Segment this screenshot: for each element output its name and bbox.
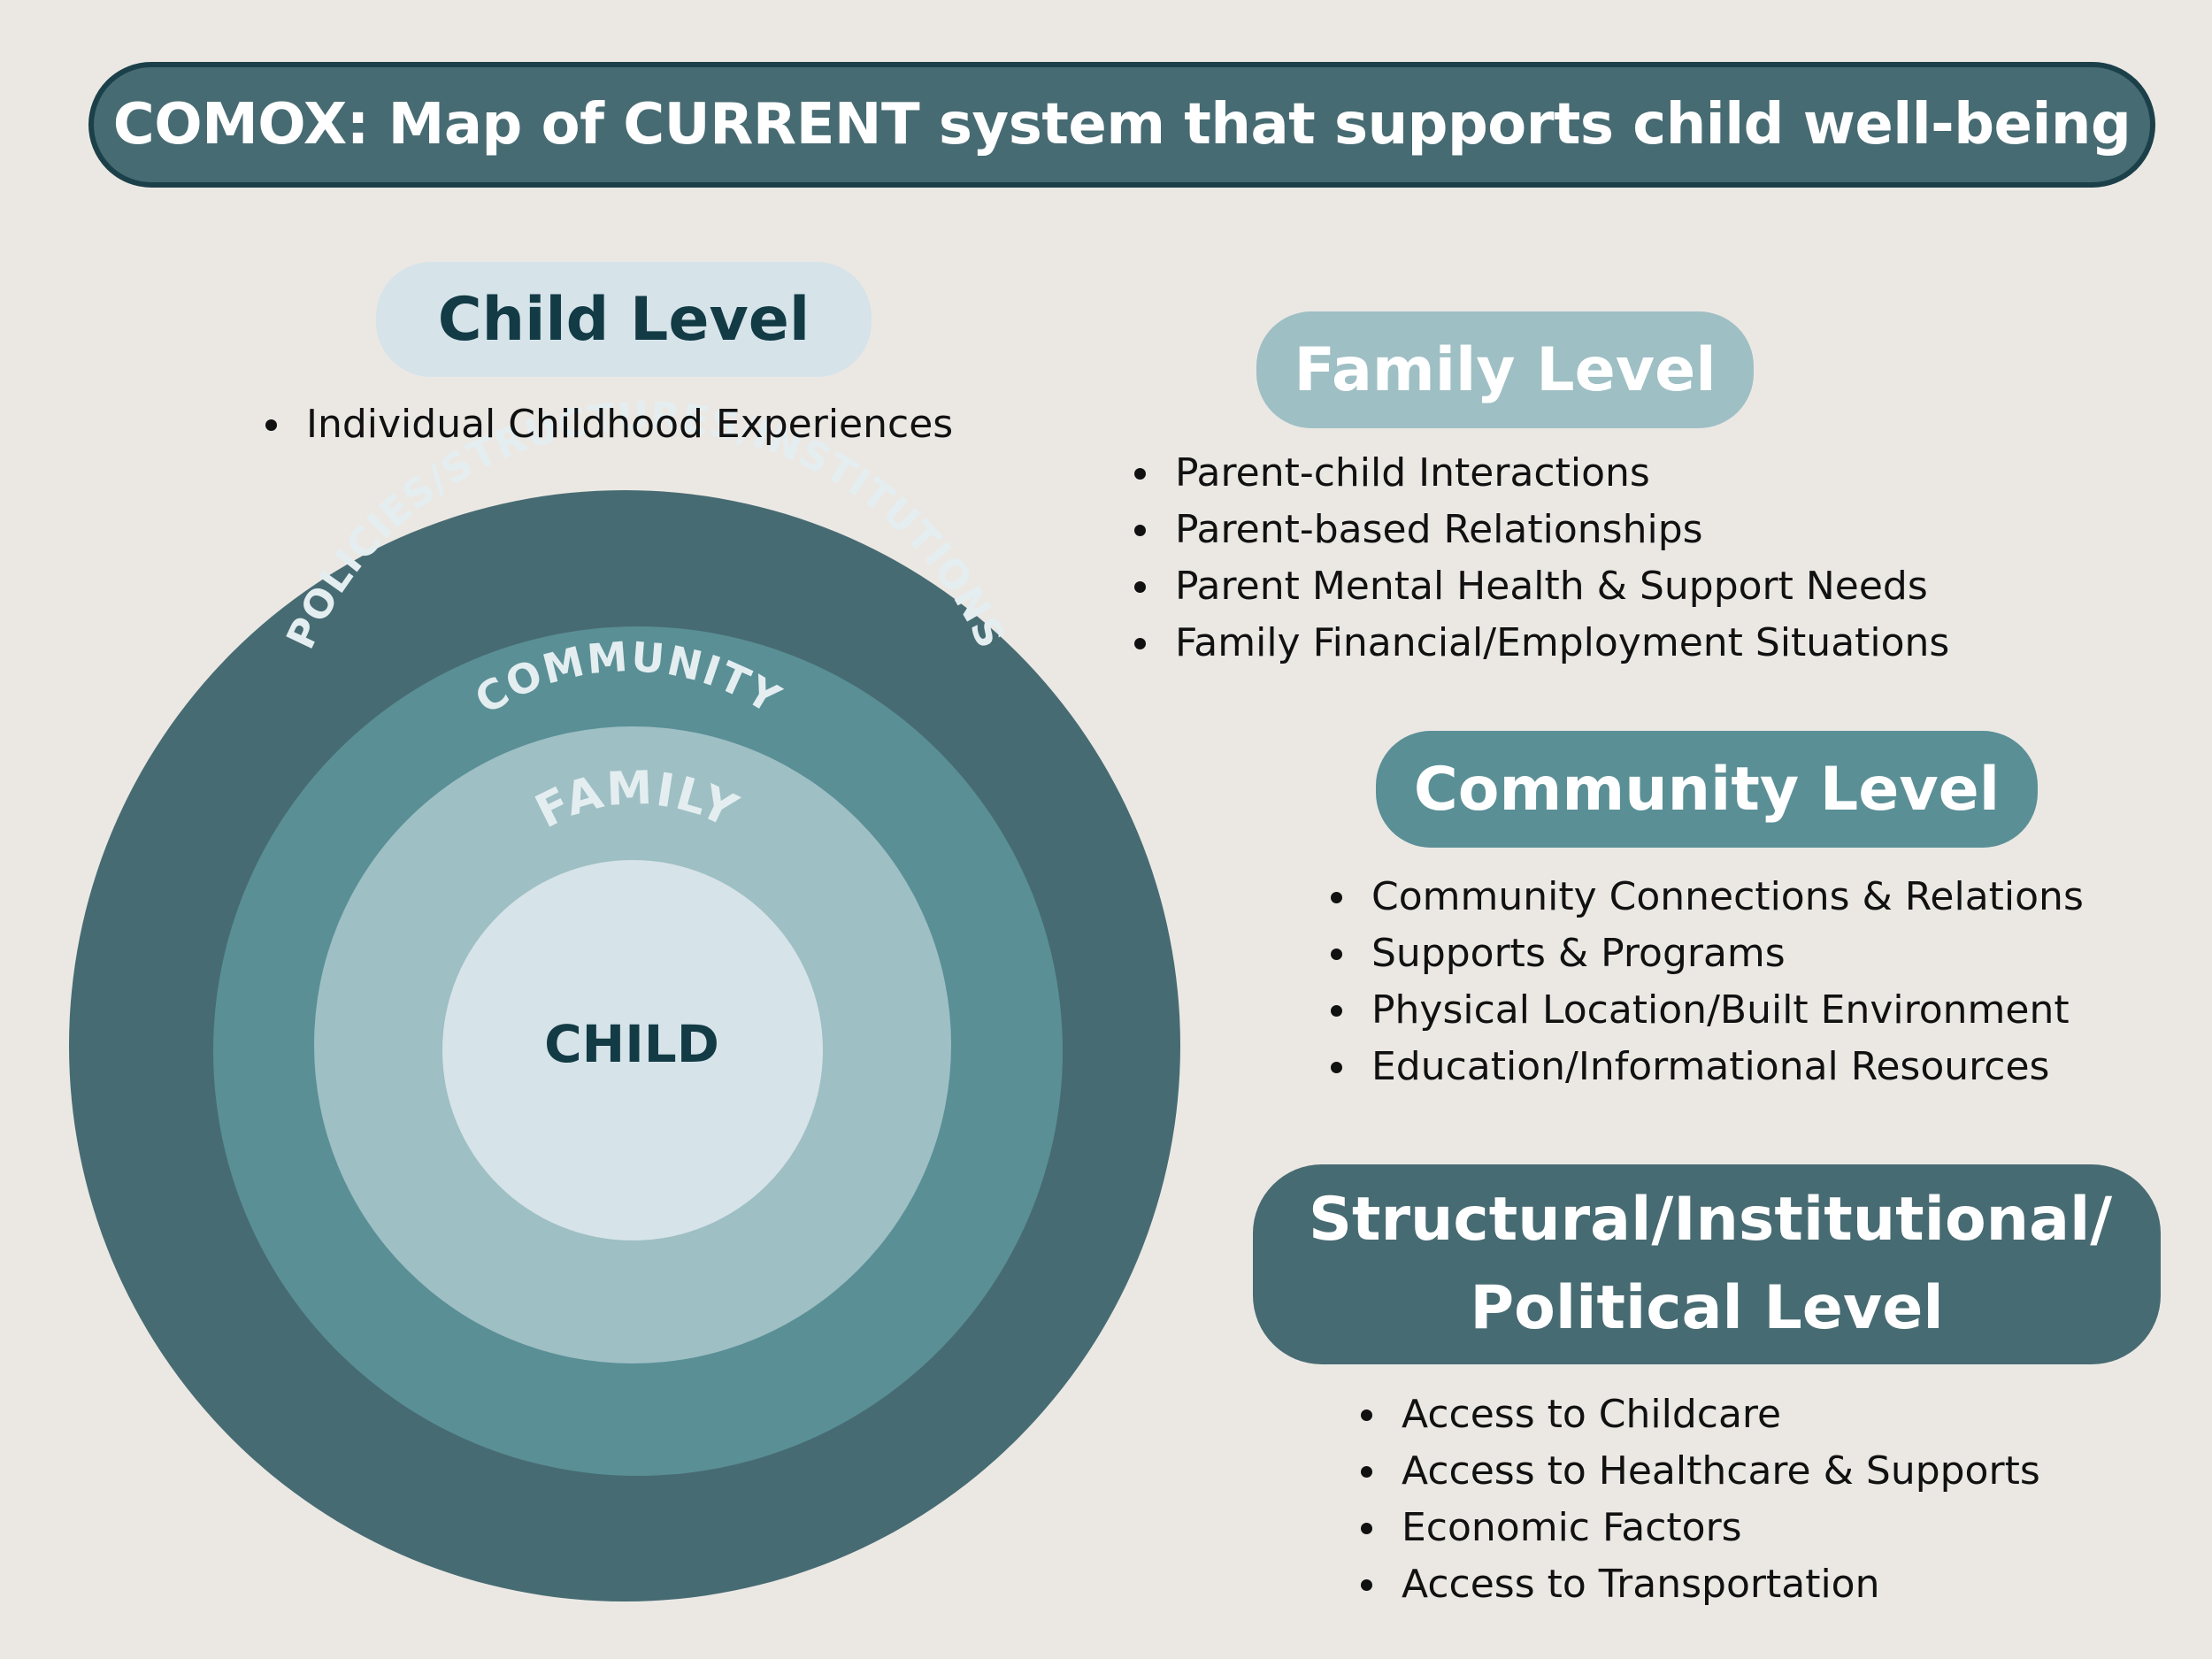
list-item: Individual Childhood Experiences	[264, 396, 953, 453]
list-item: Parent-based Relationships	[1133, 502, 1949, 558]
list-item: Supports & Programs	[1329, 926, 2084, 982]
structural-level-heading: Structural/Institutional/ Political Leve…	[1253, 1164, 2161, 1364]
list-item: Economic Factors	[1359, 1500, 2040, 1556]
child-level-title: Child Level	[437, 284, 810, 355]
community-level-heading: Community Level	[1376, 731, 2038, 848]
list-item: Access to Childcare	[1359, 1386, 2040, 1443]
page-title: COMOX: Map of CURRENT system that suppor…	[88, 62, 2155, 188]
list-item: Education/Informational Resources	[1329, 1039, 2084, 1095]
list-item: Family Financial/Employment Situations	[1133, 615, 1949, 672]
list-item: Physical Location/Built Environment	[1329, 982, 2084, 1039]
list-item: Parent-child Interactions	[1133, 445, 1949, 502]
ring-child	[442, 860, 823, 1240]
family-level-heading: Family Level	[1256, 311, 1754, 428]
family-level-list: Parent-child Interactions Parent-based R…	[1133, 445, 1949, 672]
list-item: Access to Transportation	[1359, 1556, 2040, 1613]
list-item: Parent Mental Health & Support Needs	[1133, 558, 1949, 615]
community-level-list: Community Connections & Relations Suppor…	[1329, 869, 2084, 1095]
list-item: Community Connections & Relations	[1329, 869, 2084, 926]
child-level-heading: Child Level	[376, 262, 872, 377]
center-child-label: CHILD	[544, 1014, 719, 1074]
list-item: Access to Healthcare & Supports	[1359, 1443, 2040, 1500]
structural-level-title: Structural/Institutional/ Political Leve…	[1309, 1185, 2113, 1343]
community-level-title: Community Level	[1413, 754, 2001, 825]
ecological-model-diagram: POLICIES/STRUCTURES/INSTITUTIONS COMMUNI…	[69, 394, 1180, 1601]
child-level-list: Individual Childhood Experiences	[264, 396, 953, 453]
family-level-title: Family Level	[1294, 334, 1717, 405]
structural-level-list: Access to Childcare Access to Healthcare…	[1359, 1386, 2040, 1613]
